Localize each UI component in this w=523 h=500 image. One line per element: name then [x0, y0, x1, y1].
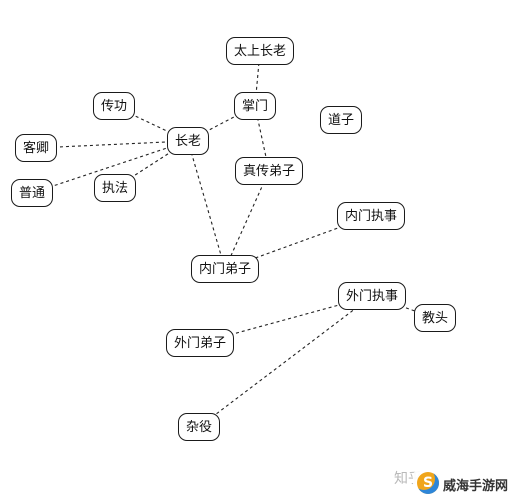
node-waimenzhishi[interactable]: 外门执事 [337, 282, 407, 310]
edge-keqing-zhanglao [35, 140, 189, 149]
node-daozi[interactable]: 道子 [319, 106, 363, 134]
node-jiaotou[interactable]: 教头 [413, 304, 457, 332]
node-keqing[interactable]: 客卿 [14, 134, 58, 162]
node-putong[interactable]: 普通 [10, 179, 54, 207]
edge-zhanglao-neimendizi [187, 140, 226, 270]
node-zhifa[interactable]: 执法 [93, 174, 137, 202]
node-chuangong[interactable]: 传功 [92, 92, 136, 120]
node-neimendizi[interactable]: 内门弟子 [190, 255, 260, 283]
node-zhangmen[interactable]: 掌门 [233, 92, 277, 120]
node-taishang[interactable]: 太上长老 [225, 37, 295, 65]
node-neimenzhishi[interactable]: 内门执事 [336, 202, 406, 230]
node-zhenchuan[interactable]: 真传弟子 [234, 157, 304, 185]
node-zayi[interactable]: 杂役 [177, 413, 221, 441]
node-waimendizi[interactable]: 外门弟子 [165, 329, 235, 357]
watermark-logo-icon: S [417, 472, 439, 494]
node-zhanglao[interactable]: 长老 [166, 127, 210, 155]
watermark-site-name: 威海手游网 [443, 479, 509, 494]
edge-waimenzhishi-zayi [198, 295, 373, 428]
